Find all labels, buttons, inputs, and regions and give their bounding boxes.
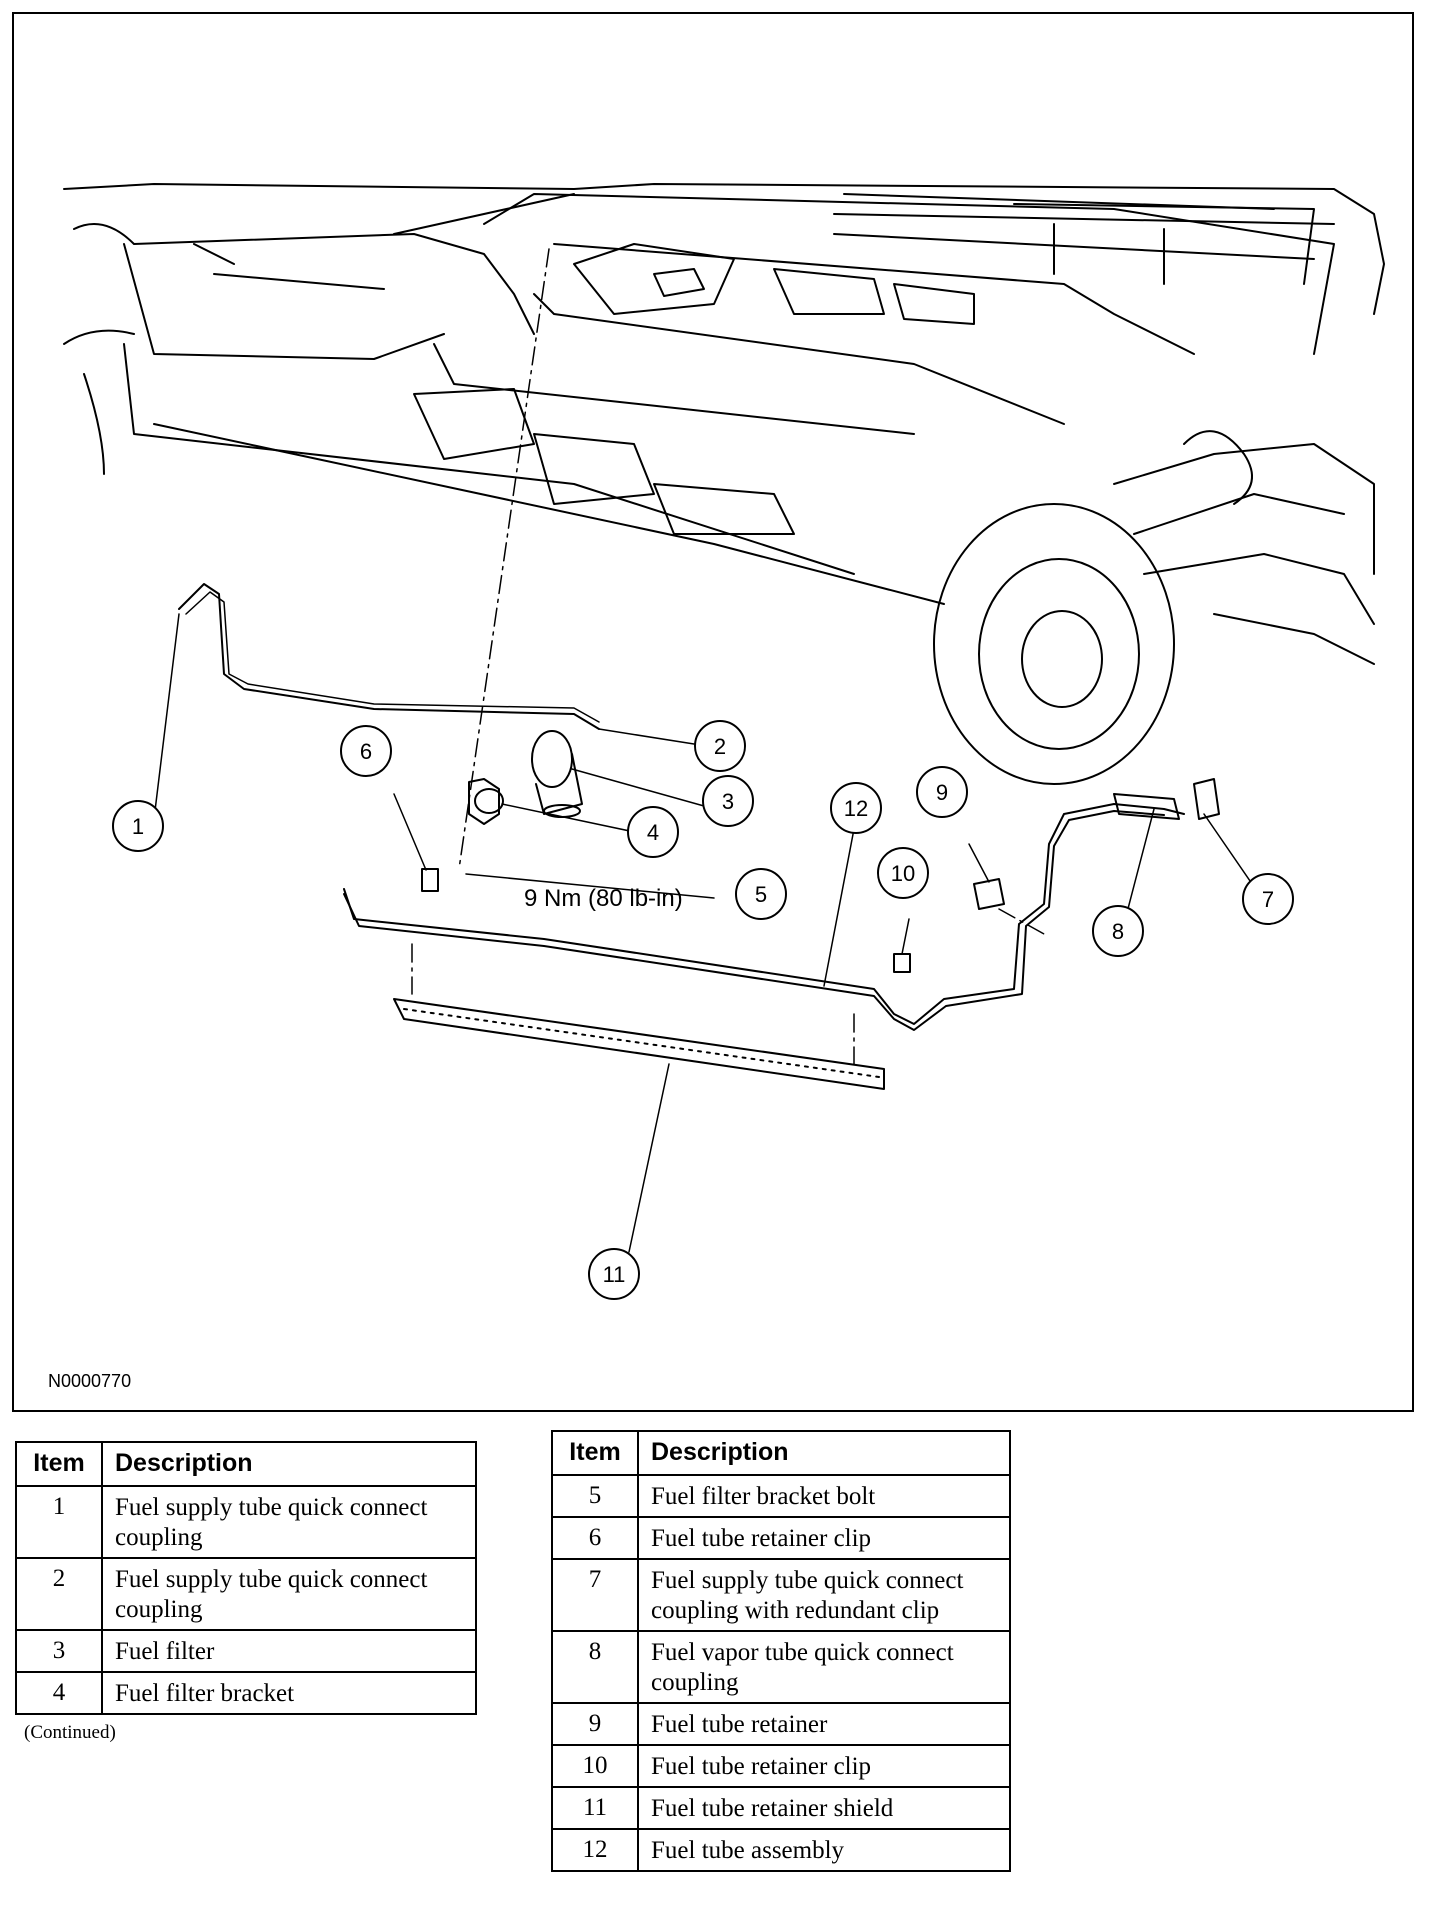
callout-11: 11: [603, 1262, 626, 1287]
callout-8: 8: [1112, 919, 1124, 944]
fuel-filter-bracket: [468, 778, 504, 825]
item-description: Fuel tube retainer clip: [637, 1744, 1011, 1788]
table-row: 8 Fuel vapor tube quick connect coupling: [551, 1630, 1011, 1704]
legend-table-right: Item Description 5 Fuel filter bracket b…: [551, 1430, 1011, 1872]
item-description: Fuel tube assembly: [637, 1828, 1011, 1872]
table-row: 9 Fuel tube retainer: [551, 1702, 1011, 1746]
item-description: Fuel tube retainer clip: [637, 1516, 1011, 1560]
retainer-9: [973, 878, 1005, 910]
callout-7: 7: [1262, 887, 1274, 912]
callout-1: 1: [132, 814, 144, 839]
item-header: Item: [15, 1441, 103, 1487]
table-row: 1 Fuel supply tube quick connect couplin…: [15, 1485, 477, 1559]
retainer-clip-10: [893, 953, 911, 973]
table-row: 10 Fuel tube retainer clip: [551, 1744, 1011, 1788]
callout-4: 4: [647, 820, 659, 845]
fuel-filter: [531, 730, 583, 818]
coupling-8: [1113, 793, 1180, 820]
table-row: 6 Fuel tube retainer clip: [551, 1516, 1011, 1560]
callout-2: 2: [714, 734, 726, 759]
callout-6: 6: [360, 739, 372, 764]
item-description: Fuel vapor tube quick connect coupling: [637, 1630, 1011, 1704]
item-header: Item: [551, 1430, 639, 1476]
description-header: Description: [101, 1441, 477, 1487]
item-number: 3: [15, 1629, 103, 1673]
callout-12: 12: [844, 796, 868, 821]
item-description: Fuel filter bracket: [101, 1671, 477, 1715]
callout-10: 10: [891, 861, 915, 886]
item-description: Fuel filter: [101, 1629, 477, 1673]
item-description: Fuel supply tube quick connect coupling …: [637, 1558, 1011, 1632]
table-row: 7 Fuel supply tube quick connect couplin…: [551, 1558, 1011, 1632]
table-row: 4 Fuel filter bracket: [15, 1671, 477, 1715]
retainer-clip-6: [421, 868, 439, 892]
rear-wheel-assembly: [933, 430, 1375, 785]
item-number: 9: [551, 1702, 639, 1746]
continued-note: (Continued): [24, 1722, 116, 1743]
table-row: 11 Fuel tube retainer shield: [551, 1786, 1011, 1830]
torque-spec: 9 Nm (80 lb-in): [524, 885, 683, 912]
item-number: 10: [551, 1744, 639, 1788]
callouts: [112, 720, 1294, 1300]
table-row: 3 Fuel filter: [15, 1629, 477, 1673]
legend-header-row: Item Description: [15, 1441, 477, 1487]
item-number: 5: [551, 1474, 639, 1518]
item-number: 7: [551, 1558, 639, 1632]
item-description: Fuel filter bracket bolt: [637, 1474, 1011, 1518]
fuel-system-drawing: 1 2 3 4 5 6 7 8 9 10 11 12 9 Nm (80 lb-i…: [63, 183, 1385, 1300]
coupling-7: [1193, 778, 1220, 820]
table-row: 12 Fuel tube assembly: [551, 1828, 1011, 1872]
item-description: Fuel tube retainer: [637, 1702, 1011, 1746]
legend-header-row: Item Description: [551, 1430, 1011, 1476]
item-description: Fuel supply tube quick connect coupling: [101, 1485, 477, 1559]
vehicle-underbody: [63, 183, 1385, 605]
item-description: Fuel supply tube quick connect coupling: [101, 1557, 477, 1631]
callout-9: 9: [936, 780, 948, 805]
callout-3: 3: [722, 789, 734, 814]
item-number: 4: [15, 1671, 103, 1715]
item-number: 2: [15, 1557, 103, 1631]
item-number: 12: [551, 1828, 639, 1872]
figure-id: N0000770: [48, 1371, 132, 1391]
fuel-tube-assembly: [343, 803, 1185, 1025]
table-row: 5 Fuel filter bracket bolt: [551, 1474, 1011, 1518]
fuel-supply-tube: [178, 583, 600, 730]
exploded-view-figure: 1 2 3 4 5 6 7 8 9 10 11 12 9 Nm (80 lb-i…: [12, 12, 1414, 1412]
item-number: 11: [551, 1786, 639, 1830]
fuel-tube-shield: [393, 998, 885, 1090]
item-number: 1: [15, 1485, 103, 1559]
callout-5: 5: [755, 882, 767, 907]
description-header: Description: [637, 1430, 1011, 1476]
item-number: 8: [551, 1630, 639, 1704]
table-row: 2 Fuel supply tube quick connect couplin…: [15, 1557, 477, 1631]
legend-table-left: Item Description 1 Fuel supply tube quic…: [15, 1441, 477, 1715]
item-number: 6: [551, 1516, 639, 1560]
item-description: Fuel tube retainer shield: [637, 1786, 1011, 1830]
